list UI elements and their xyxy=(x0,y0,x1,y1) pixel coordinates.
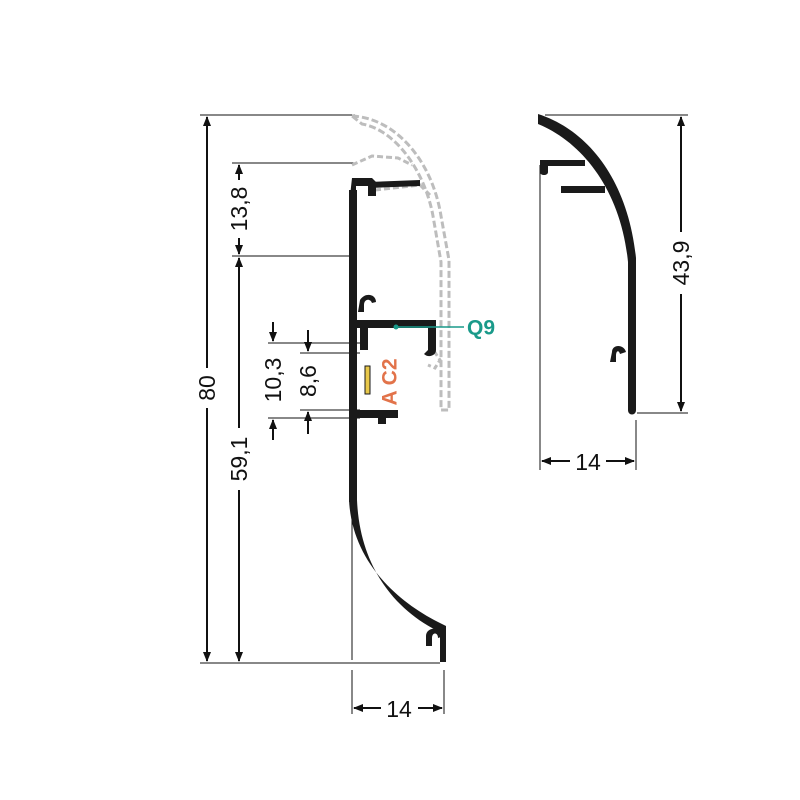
dim-channel-outer: 10,3 xyxy=(260,322,286,440)
aluminium-profile-body xyxy=(349,178,446,662)
cover-profile-body xyxy=(538,114,636,415)
dim-width: 14 xyxy=(353,696,443,722)
q9-callout: Q9 xyxy=(393,317,495,340)
dim-channel-outer-label: 10,3 xyxy=(260,358,286,403)
left-extension-lines xyxy=(200,114,445,714)
dim-right-width-label: 14 xyxy=(575,449,601,475)
dim-height-upper-label: 13,8 xyxy=(226,187,252,232)
dim-width-label: 14 xyxy=(386,696,412,722)
dim-height-lower: 59,1 xyxy=(226,257,252,662)
dim-height-total-label: 80 xyxy=(194,375,220,401)
right-extension-lines xyxy=(539,114,688,470)
dim-height-upper: 13,8 xyxy=(226,164,252,255)
ac2-label: A C2 xyxy=(379,358,402,405)
right-profile: 43,9 14 xyxy=(538,114,694,475)
dim-height-total: 80 xyxy=(194,116,220,662)
dim-right-height-label: 43,9 xyxy=(668,241,694,286)
dim-channel-inner-label: 8,6 xyxy=(295,365,321,397)
dim-channel-inner: 8,6 xyxy=(295,330,321,434)
q9-label: Q9 xyxy=(467,317,495,340)
dim-height-lower-label: 59,1 xyxy=(226,437,252,482)
dim-right-height: 43,9 xyxy=(668,116,694,412)
led-strip xyxy=(364,365,371,395)
dim-right-width: 14 xyxy=(541,449,635,475)
left-profile: 80 13,8 59,1 10,3 8,6 xyxy=(194,114,495,722)
